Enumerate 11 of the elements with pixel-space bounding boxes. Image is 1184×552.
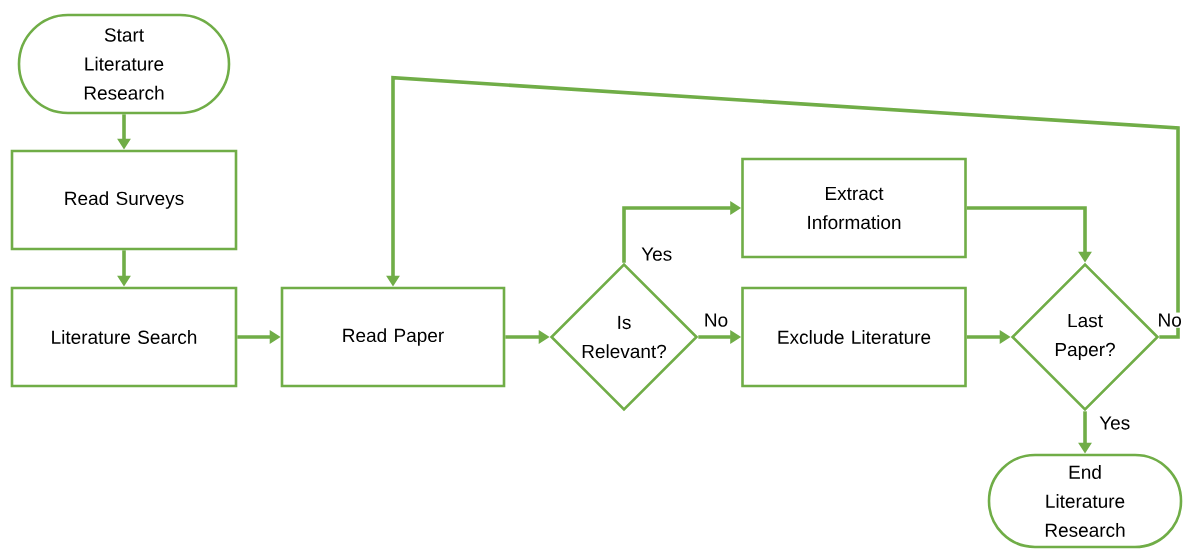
process-box: Exclude Literature <box>741 286 967 388</box>
edge-label: No <box>1156 312 1183 328</box>
terminal-box: End Literature Research <box>987 453 1183 549</box>
edge-label: No <box>702 312 730 328</box>
process-box: Read Paper <box>280 286 506 388</box>
process-box: Read Surveys <box>10 149 238 251</box>
process-box: Literature Search <box>10 286 238 388</box>
terminal-box: Start Literature Research <box>17 13 231 115</box>
edge-label: Yes <box>640 246 674 262</box>
process-box: Extract Information <box>741 157 967 259</box>
edge-label: Yes <box>1098 415 1132 431</box>
